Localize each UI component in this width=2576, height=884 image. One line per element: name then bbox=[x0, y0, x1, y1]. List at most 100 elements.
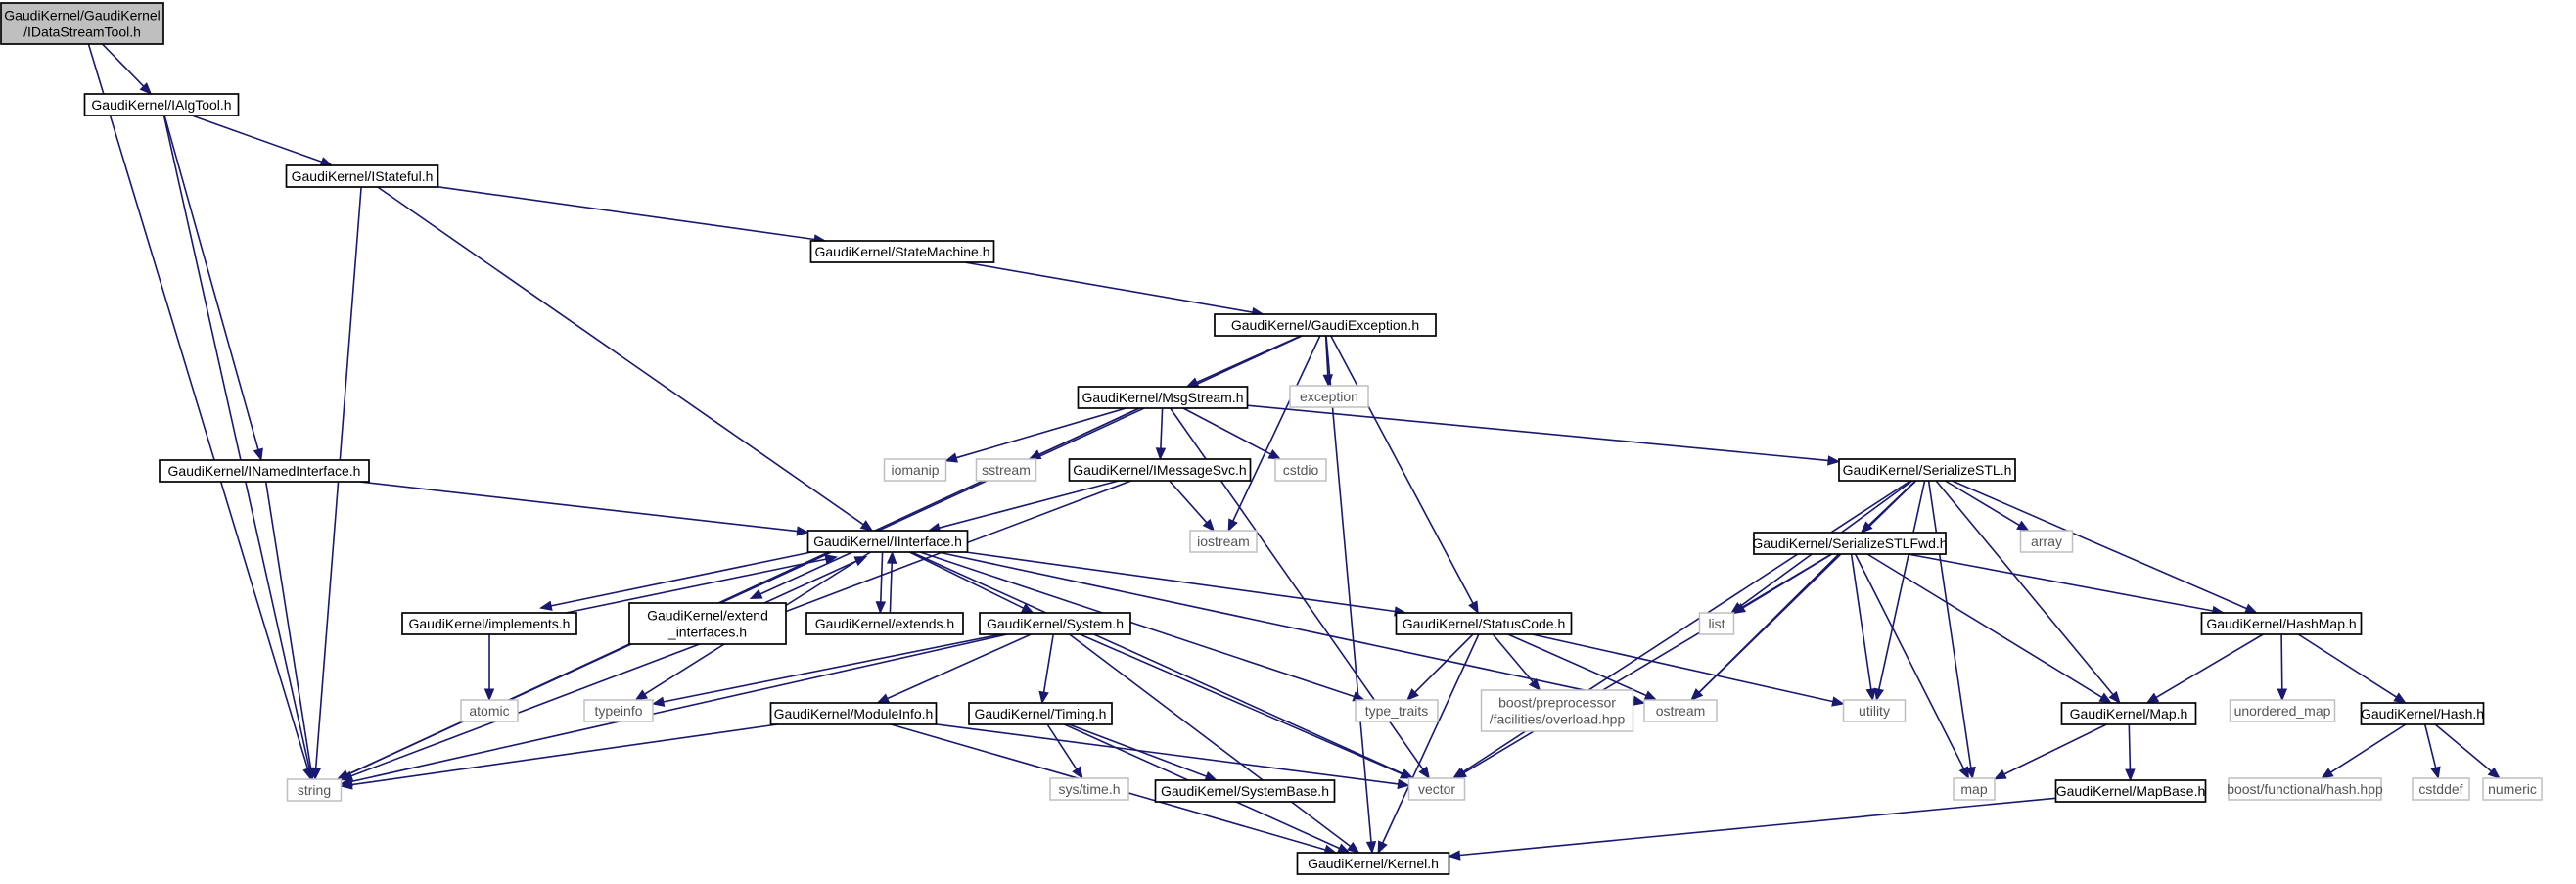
node-box bbox=[286, 778, 343, 802]
node-gex[interactable]: GaudiKernel/GaudiException.h bbox=[1214, 313, 1437, 337]
node-impl[interactable]: GaudiKernel/implements.h bbox=[401, 612, 577, 635]
node-str: string bbox=[286, 778, 343, 802]
node-box bbox=[968, 702, 1113, 725]
node-hmap[interactable]: GaudiKernel/HashMap.h bbox=[2200, 612, 2363, 635]
node-hash[interactable]: GaudiKernel/Hash.h bbox=[2360, 702, 2485, 725]
node-label: GaudiKernel/IStateful.h bbox=[292, 168, 434, 184]
node-ser[interactable]: GaudiKernel/SerializeSTL.h bbox=[1838, 458, 2016, 482]
node-label: ostream bbox=[1656, 703, 1706, 719]
arrowhead-icon bbox=[749, 588, 763, 600]
node-sfwd[interactable]: GaudiKernel/SerializeSTLFwd.h bbox=[1752, 532, 1948, 555]
arrowhead-icon bbox=[1690, 688, 1703, 701]
node-label: cstddef bbox=[2418, 781, 2462, 797]
edge-iint-to-vec bbox=[911, 551, 1403, 775]
node-box bbox=[1480, 689, 1634, 732]
edge-sys-to-modi bbox=[887, 633, 1032, 700]
edge-ialg-to-ista bbox=[191, 115, 322, 163]
node-mapb[interactable]: GaudiKernel/MapBase.h bbox=[2054, 779, 2207, 803]
edge-sfwd-to-hmap bbox=[1908, 553, 2214, 612]
node-sc[interactable]: GaudiKernel/StatusCode.h bbox=[1395, 612, 1573, 635]
edge-map-to-stdm bbox=[2003, 723, 2107, 775]
arrowhead-icon bbox=[1377, 840, 1388, 855]
node-label: GaudiKernel/StatusCode.h bbox=[1403, 616, 1566, 631]
node-box bbox=[1154, 779, 1336, 803]
arrowhead-icon bbox=[305, 767, 316, 781]
node-label: numeric bbox=[2488, 781, 2537, 797]
edge-sm-to-gex bbox=[964, 261, 1253, 313]
node-tim[interactable]: GaudiKernel/Timing.h bbox=[968, 702, 1113, 725]
node-box bbox=[1407, 777, 1466, 801]
node-exc: exception bbox=[1289, 385, 1369, 408]
arrowhead-icon bbox=[1202, 518, 1216, 532]
node-sm[interactable]: GaudiKernel/StateMachine.h bbox=[809, 240, 995, 263]
node-label: unordered_map bbox=[2234, 703, 2331, 719]
edge-msg-to-cst bbox=[1182, 407, 1271, 455]
node-ialg[interactable]: GaudiKernel/IAlgTool.h bbox=[83, 93, 240, 116]
node-umap: unordered_map bbox=[2229, 699, 2336, 722]
node-label: GaudiKernel/HashMap.h bbox=[2206, 616, 2356, 631]
node-exti[interactable]: GaudiKernel/extend_interfaces.h bbox=[628, 602, 787, 645]
node-map[interactable]: GaudiKernel/Map.h bbox=[2060, 702, 2197, 725]
edge-idst-to-ialg bbox=[101, 43, 145, 87]
node-util: utility bbox=[1842, 699, 1907, 722]
node-label: GaudiKernel/ModuleInfo.h bbox=[774, 706, 934, 721]
node-box bbox=[1838, 458, 2016, 482]
node-box bbox=[1077, 386, 1249, 409]
edge-modi-to-vec bbox=[936, 723, 1399, 785]
arrowhead-icon bbox=[1399, 768, 1413, 779]
node-label: vector bbox=[1418, 781, 1455, 797]
node-sys[interactable]: GaudiKernel/System.h bbox=[979, 612, 1131, 635]
node-box bbox=[805, 612, 964, 635]
node-box bbox=[2019, 530, 2074, 553]
edge-hash-to-bfh bbox=[2329, 723, 2407, 773]
node-extd[interactable]: GaudiKernel/extends.h bbox=[805, 612, 964, 635]
edge-ser-to-arr bbox=[1944, 480, 2020, 527]
arrowhead-icon bbox=[1072, 766, 1083, 780]
node-ina[interactable]: GaudiKernel/INamedInterface.h bbox=[159, 459, 370, 483]
arrowhead-icon bbox=[1038, 690, 1049, 705]
edge-mapb-to-ker bbox=[1459, 797, 2056, 857]
node-modi[interactable]: GaudiKernel/ModuleInfo.h bbox=[769, 702, 938, 725]
arrowhead-icon bbox=[651, 696, 666, 707]
node-box bbox=[1355, 699, 1439, 722]
node-tt: type_traits bbox=[1355, 699, 1439, 722]
node-label: iomanip bbox=[891, 462, 939, 478]
node-label: atomic bbox=[469, 703, 509, 719]
node-box bbox=[2360, 702, 2485, 725]
node-ios: iostream bbox=[1189, 530, 1258, 553]
node-box bbox=[2054, 779, 2207, 803]
edge-tim-to-stime bbox=[1046, 723, 1078, 770]
edge-iint-to-exti bbox=[759, 546, 863, 595]
edge-hmap-to-umap bbox=[2280, 633, 2283, 690]
node-msg[interactable]: GaudiKernel/MsgStream.h bbox=[1077, 386, 1249, 409]
node-label: /facilities/overload.hpp bbox=[1490, 712, 1626, 727]
arrowhead-icon bbox=[1347, 841, 1360, 854]
arrowhead-icon bbox=[1827, 455, 1841, 466]
node-imsv[interactable]: GaudiKernel/IMessageSvc.h bbox=[1068, 458, 1252, 482]
arrowhead-icon bbox=[1267, 449, 1282, 460]
edge-gex-to-ker bbox=[1325, 335, 1372, 843]
edge-extd-to-iint bbox=[889, 563, 893, 614]
edge-sfwd-to-stdm bbox=[1854, 553, 1965, 769]
node-iint[interactable]: GaudiKernel/IInterface.h bbox=[806, 530, 969, 553]
node-sysb[interactable]: GaudiKernel/SystemBase.h bbox=[1154, 779, 1336, 803]
node-idst[interactable]: GaudiKernel/GaudiKernel/IDataStreamTool.… bbox=[0, 2, 164, 45]
node-label: GaudiKernel/MsgStream.h bbox=[1082, 390, 1244, 405]
node-box bbox=[2200, 612, 2363, 635]
arrowhead-icon bbox=[1336, 843, 1351, 854]
edge-sc-to-ost bbox=[1507, 633, 1647, 697]
node-box bbox=[809, 240, 995, 263]
node-box bbox=[285, 164, 439, 188]
node-box bbox=[2060, 702, 2197, 725]
node-label: GaudiKernel/IMessageSvc.h bbox=[1073, 462, 1246, 478]
node-ista[interactable]: GaudiKernel/IStateful.h bbox=[285, 164, 439, 188]
node-box bbox=[1274, 458, 1327, 482]
arrowhead-icon bbox=[1873, 687, 1885, 702]
arrowhead-icon bbox=[1453, 768, 1468, 779]
arrowhead-icon bbox=[824, 554, 838, 565]
node-box bbox=[1395, 612, 1573, 635]
node-ker[interactable]: GaudiKernel/Kernel.h bbox=[1296, 852, 1450, 875]
edge-msg-to-ser bbox=[1247, 404, 1829, 462]
node-label: GaudiKernel/extends.h bbox=[815, 616, 954, 631]
node-label: string bbox=[298, 782, 331, 798]
